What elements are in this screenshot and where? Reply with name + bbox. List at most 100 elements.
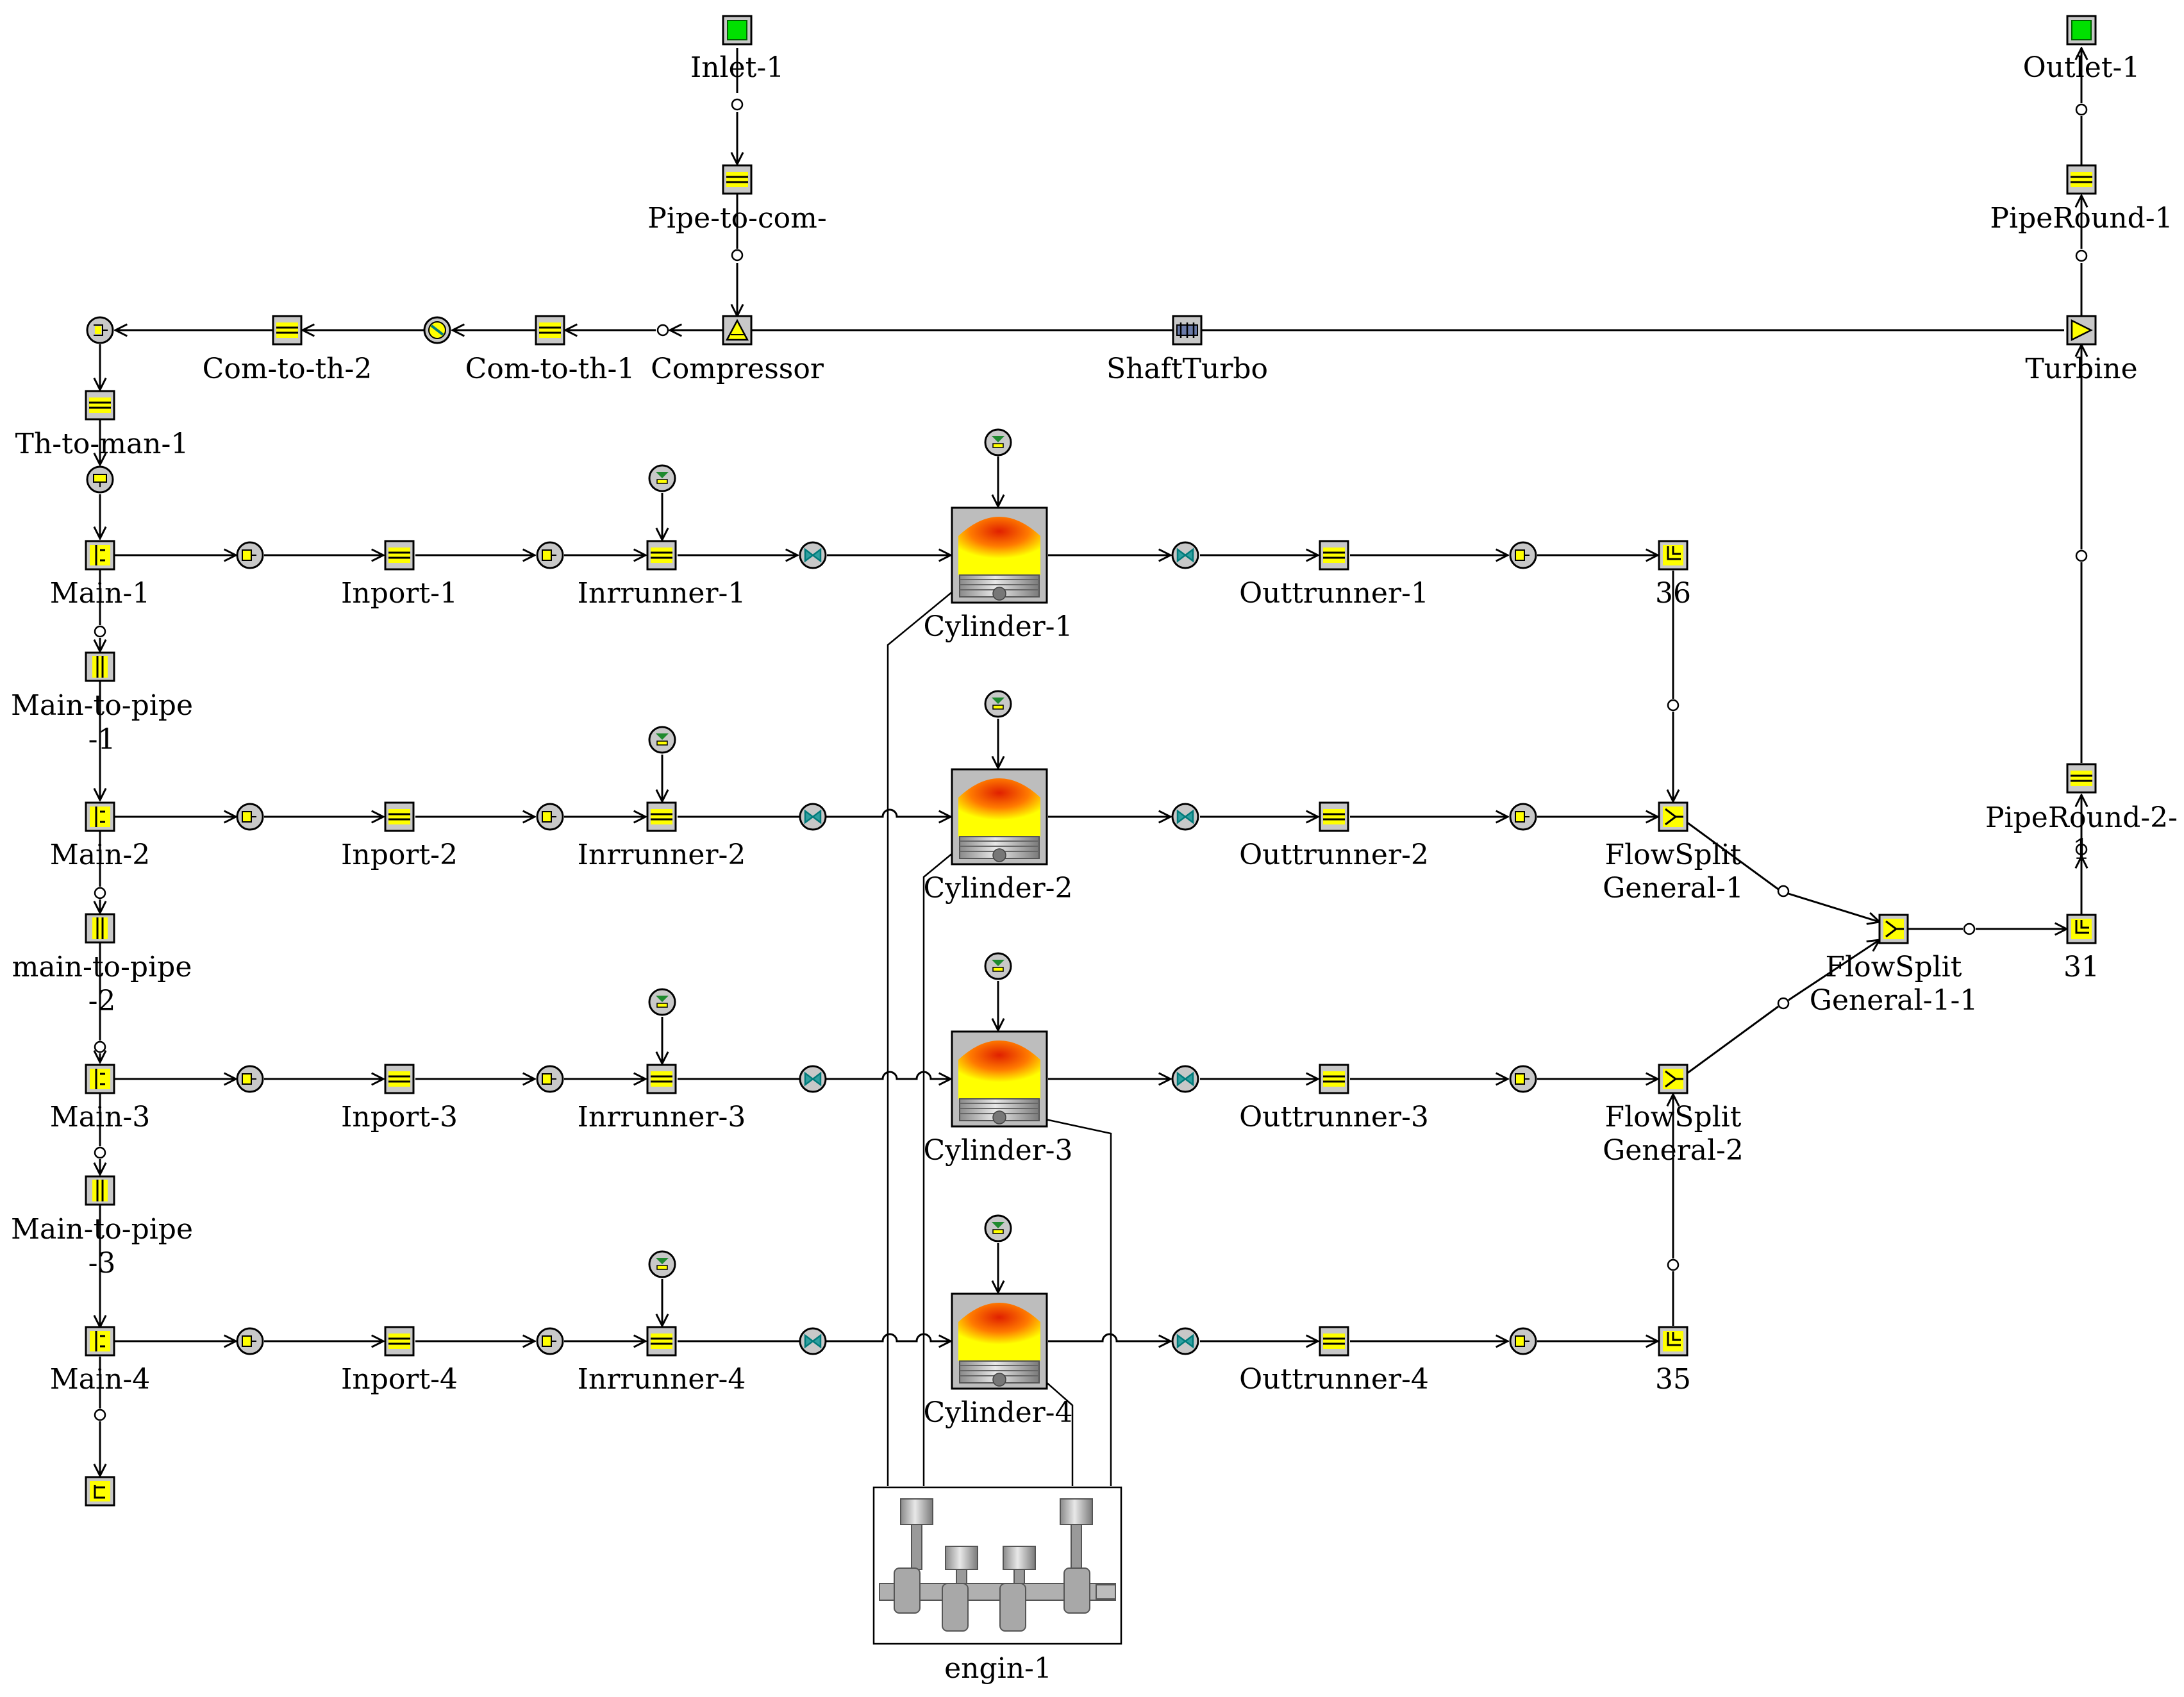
inport-4-block[interactable] [384, 1326, 415, 1357]
intake-valve-1-icon[interactable] [799, 541, 827, 569]
inrunner-3-block[interactable] [646, 1064, 677, 1094]
label-bend-36: 36 [1655, 577, 1691, 610]
label-cylinder-3: Cylinder-3 [923, 1134, 1072, 1167]
bend-35-block[interactable] [1658, 1326, 1688, 1357]
orifice-row4-2[interactable] [536, 1327, 564, 1355]
main-to-pipe-1-block[interactable] [85, 651, 115, 682]
label-pipe-round-2-b: 1 [2072, 833, 2090, 866]
turbine-block[interactable] [2066, 315, 2097, 346]
main-to-pipe-2-block[interactable] [85, 913, 115, 944]
orifice-row3-1[interactable] [236, 1065, 264, 1093]
outrunner-4-block[interactable] [1319, 1326, 1349, 1357]
orifice-th-to-man[interactable] [86, 465, 114, 494]
flowsplit-general-1-block[interactable] [1658, 801, 1688, 832]
label-pipe-to-com: Pipe-to-com- [647, 202, 827, 235]
flowsplit-general-2-block[interactable] [1658, 1064, 1688, 1094]
outrunner-1-block[interactable] [1319, 540, 1349, 571]
pipe-round-1-block[interactable] [2066, 164, 2097, 195]
orifice-row4-3[interactable] [1509, 1327, 1537, 1355]
injector-4-icon[interactable] [648, 1250, 676, 1278]
label-shaft-turbo: ShaftTurbo [1106, 353, 1268, 385]
cylinder-injector-4-icon[interactable] [984, 1214, 1012, 1242]
orifice-row1-2[interactable] [536, 541, 564, 569]
cylinder-injector-1-icon[interactable] [984, 428, 1012, 456]
label-cylinder-2: Cylinder-2 [923, 872, 1072, 905]
main-2-block[interactable] [85, 801, 115, 832]
exhaust-valve-3-icon[interactable] [1171, 1065, 1199, 1093]
label-inlet-1: Inlet-1 [690, 51, 784, 84]
outrunner-3-block[interactable] [1319, 1064, 1349, 1094]
orifice-row3-2[interactable] [536, 1065, 564, 1093]
throttle-valve-1[interactable] [423, 316, 451, 344]
label-main-to-pipe-2-a: main-to-pipe [12, 951, 192, 983]
cylinder-4-block[interactable] [951, 1292, 1048, 1390]
label-flowsplit-1-1-a: FlowSplit [1826, 951, 1962, 983]
intake-valve-4-icon[interactable] [799, 1327, 827, 1355]
cylinder-injector-2-icon[interactable] [984, 690, 1012, 718]
label-inrunner-4: Inrrunner-4 [578, 1363, 746, 1396]
inrunner-4-block[interactable] [646, 1326, 677, 1357]
label-outlet-1: Outlet-1 [2023, 51, 2140, 84]
shaft-turbo-block[interactable] [1172, 315, 1203, 346]
label-main-to-pipe-1-a: Main-to-pipe [11, 689, 193, 722]
inport-1-block[interactable] [384, 540, 415, 571]
exhaust-valve-1-icon[interactable] [1171, 541, 1199, 569]
cylinder-1-block[interactable] [951, 506, 1048, 604]
orifice-row2-3[interactable] [1509, 803, 1537, 831]
inlet-1-block[interactable] [722, 15, 753, 46]
pipe-to-com-block[interactable] [722, 164, 753, 195]
orifice-row2-1[interactable] [236, 803, 264, 831]
end-cap-block[interactable] [85, 1476, 115, 1507]
orifice-row1-3[interactable] [1509, 541, 1537, 569]
label-main-to-pipe-1-b: -1 [88, 723, 116, 756]
label-inport-3: Inport-3 [341, 1101, 458, 1133]
label-compressor: Compressor [651, 353, 824, 385]
compressor-block[interactable] [722, 315, 753, 346]
bend-36-block[interactable] [1658, 540, 1688, 571]
cylinder-3-block[interactable] [951, 1030, 1048, 1128]
label-flowsplit-2-a: FlowSplit [1605, 1101, 1742, 1133]
exhaust-valve-4-icon[interactable] [1171, 1327, 1199, 1355]
flowsplit-general-1-1-block[interactable] [1878, 914, 1909, 944]
intake-valve-3-icon[interactable] [799, 1065, 827, 1093]
exhaust-valve-2-icon[interactable] [1171, 803, 1199, 831]
orifice-row4-1[interactable] [236, 1327, 264, 1355]
inrunner-2-block[interactable] [646, 801, 677, 832]
main-1-block[interactable] [85, 540, 115, 571]
intake-valve-2-icon[interactable] [799, 803, 827, 831]
pipe-round-2-block[interactable] [2066, 763, 2097, 794]
main-4-block[interactable] [85, 1326, 115, 1357]
com-to-th-2-block[interactable] [272, 315, 303, 346]
injector-2-icon[interactable] [648, 726, 676, 754]
label-main-3: Main-3 [50, 1101, 151, 1133]
label-flowsplit-1-b: General-1 [1603, 872, 1744, 905]
orifice-row2-2[interactable] [536, 803, 564, 831]
label-main-to-pipe-3-a: Main-to-pipe [11, 1213, 193, 1246]
inrunner-1-block[interactable] [646, 540, 677, 571]
label-cylinder-1: Cylinder-1 [923, 610, 1072, 643]
label-inport-1: Inport-1 [341, 577, 458, 610]
inport-3-block[interactable] [384, 1064, 415, 1094]
label-pipe-round-2-a: PipeRound-2- [1985, 801, 2178, 834]
orifice-row3-3[interactable] [1509, 1065, 1537, 1093]
label-com-to-th-1: Com-to-th-1 [465, 353, 635, 385]
label-inrunner-2: Inrrunner-2 [578, 839, 746, 871]
label-outrunner-2: Outtrunner-2 [1239, 839, 1429, 871]
inport-2-block[interactable] [384, 801, 415, 832]
injector-1-icon[interactable] [648, 464, 676, 492]
outrunner-2-block[interactable] [1319, 801, 1349, 832]
th-to-man-1-block[interactable] [85, 390, 115, 421]
main-to-pipe-3-block[interactable] [85, 1175, 115, 1206]
injector-3-icon[interactable] [648, 988, 676, 1016]
engine-1-block[interactable] [872, 1486, 1122, 1645]
main-3-block[interactable] [85, 1064, 115, 1094]
label-pipe-round-1: PipeRound-1 [1990, 202, 2172, 235]
cylinder-injector-3-icon[interactable] [984, 952, 1012, 980]
com-to-th-1-block[interactable] [535, 315, 565, 346]
orifice-row1-1[interactable] [236, 541, 264, 569]
outlet-1-block[interactable] [2066, 15, 2097, 46]
orifice-left-top[interactable] [86, 316, 114, 344]
cylinder-2-block[interactable] [951, 768, 1048, 865]
bend-31-block[interactable] [2066, 914, 2097, 944]
